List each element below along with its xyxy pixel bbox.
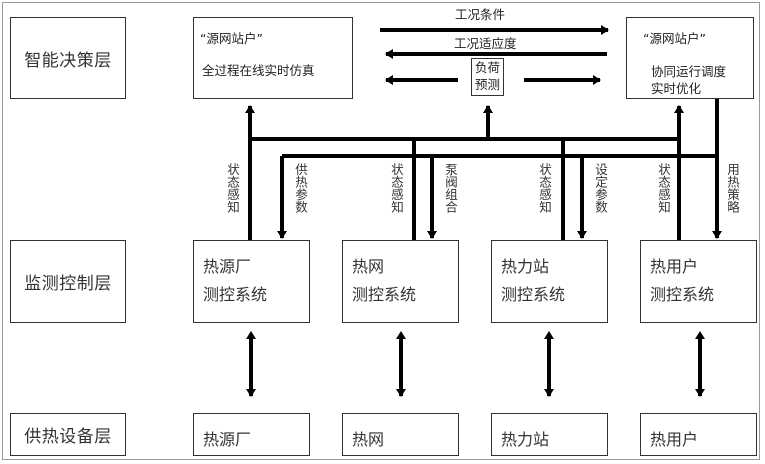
equipment-user: 热用户 <box>640 413 757 456</box>
source-control-system: 热源厂 测控系统 <box>193 240 310 323</box>
layer-monitoring: 监测控制层 <box>10 240 126 323</box>
source-up-label: 状态感知 <box>225 163 240 213</box>
source-down-label: 供热参数 <box>293 163 308 213</box>
user-system-line1: 热用户 <box>650 257 699 276</box>
station-system-line2: 测控系统 <box>501 285 566 304</box>
user-control-system: 热用户 测控系统 <box>640 240 757 323</box>
layer-equipment: 供热设备层 <box>10 413 126 456</box>
station-up-label: 状态感知 <box>537 163 552 213</box>
network-down-label: 泵阀组合 <box>443 163 458 213</box>
layer-monitoring-label: 监测控制层 <box>24 274 112 294</box>
source-system-line1: 热源厂 <box>203 257 252 276</box>
equipment-network-label: 热网 <box>352 430 385 449</box>
network-system-line2: 测控系统 <box>352 285 417 304</box>
equipment-source: 热源厂 <box>193 413 310 456</box>
network-up-label: 状态感知 <box>389 163 404 213</box>
load-forecast-line2: 预测 <box>474 77 500 92</box>
layer-equipment-label: 供热设备层 <box>24 427 112 447</box>
station-control-system: 热力站 测控系统 <box>491 240 608 323</box>
equipment-source-label: 热源厂 <box>203 430 252 449</box>
optimization-line2: 实时优化 <box>651 81 702 96</box>
load-forecast-line1: 负荷 <box>474 60 500 75</box>
load-forecast-box: 负荷 预测 <box>471 58 504 96</box>
layer-decision: 智能决策层 <box>10 17 126 99</box>
station-system-line1: 热力站 <box>501 257 550 276</box>
station-down-label: 设定参数 <box>593 163 608 213</box>
source-system-line2: 测控系统 <box>203 285 268 304</box>
user-up-label: 状态感知 <box>656 163 671 213</box>
user-down-label: 用热策略 <box>725 163 740 213</box>
simulation-text: 全过程在线实时仿真 <box>202 63 315 78</box>
equipment-station-label: 热力站 <box>501 430 550 449</box>
optimization-line1: 协同运行调度 <box>651 64 727 79</box>
optimization-quote: “源网站户” <box>643 31 706 46</box>
optimization-box: “源网站户” 协同运行调度 实时优化 <box>626 17 754 99</box>
condition-label: 工况条件 <box>455 7 506 22</box>
network-control-system: 热网 测控系统 <box>342 240 459 323</box>
user-system-line2: 测控系统 <box>650 285 715 304</box>
diagram-frame <box>2 2 760 460</box>
simulation-quote: “源网站户” <box>200 31 263 46</box>
network-system-line1: 热网 <box>352 257 385 276</box>
layer-decision-label: 智能决策层 <box>24 50 112 71</box>
adaptability-label: 工况适应度 <box>454 36 517 51</box>
simulation-box: “源网站户” 全过程在线实时仿真 <box>193 17 353 99</box>
equipment-user-label: 热用户 <box>650 430 699 449</box>
equipment-network: 热网 <box>342 413 459 456</box>
equipment-station: 热力站 <box>491 413 608 456</box>
